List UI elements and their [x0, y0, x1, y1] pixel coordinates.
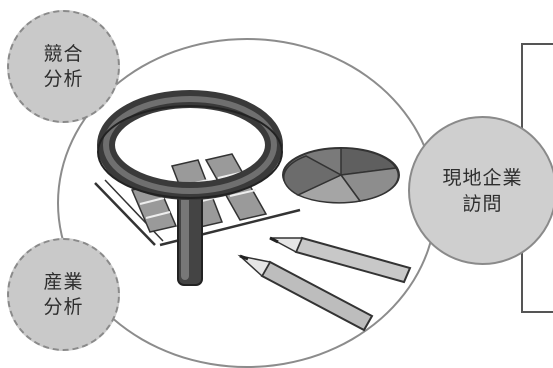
competitive-analysis-label: 競合 分析 [43, 42, 83, 92]
industry-analysis-label: 産業 分析 [43, 270, 83, 320]
site-visit-bubble: 現地企業 訪問 [408, 116, 553, 265]
magnifying-glass-icon [98, 99, 282, 285]
pie-chart-icon [283, 148, 399, 203]
competitive-analysis-bubble: 競合 分析 [7, 10, 120, 123]
industry-analysis-bubble: 産業 分析 [7, 238, 120, 351]
diagram: 競合 分析 産業 分析 現地企業 訪問 [0, 0, 553, 353]
site-visit-label: 現地企業 訪問 [442, 165, 522, 217]
